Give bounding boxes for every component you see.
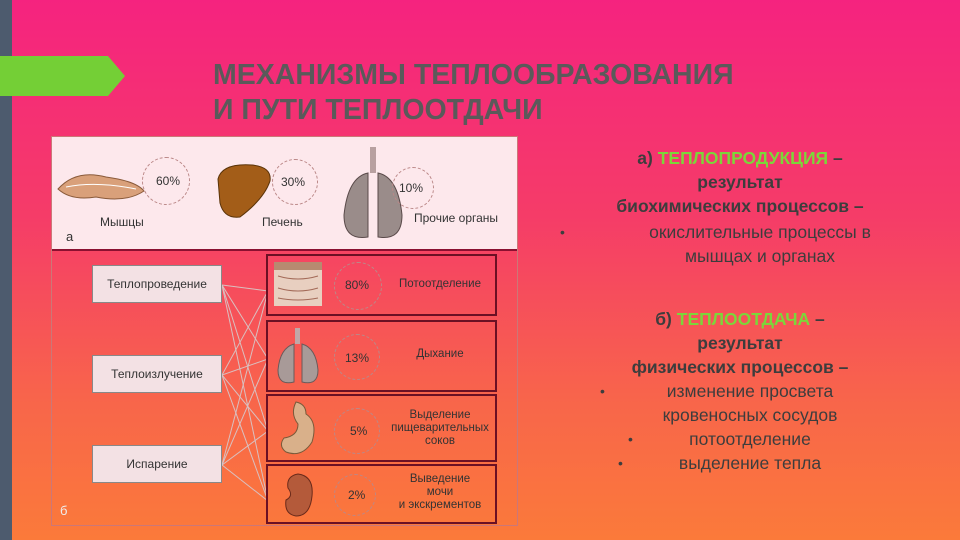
sweating-label: Потоотделение: [399, 278, 481, 290]
lungs-small-icon: [277, 328, 319, 384]
section-heat-production: а) ТЕПЛОПРОДУКЦИЯ – результат биохимичес…: [540, 146, 940, 268]
panel-a-label: а: [66, 229, 74, 244]
liver-illustration: [217, 164, 271, 218]
sweating-percent: 80%: [345, 278, 370, 292]
left-accent-bar: [0, 0, 12, 540]
figure-separator: [52, 249, 517, 251]
path-sweating: 80% Потоотделение: [266, 254, 497, 316]
skin-icon: [274, 262, 322, 306]
path-digestive: 5% Выделение пищеварительных соков: [266, 394, 497, 462]
path-breathing: 13% Дыхание: [266, 320, 497, 392]
heat-transfer-bullet-1: • изменение просвета кровеносных сосудов: [600, 381, 838, 425]
other-organs-caption: Прочие органы: [414, 211, 499, 225]
breathing-label: Дыхание: [416, 348, 464, 360]
excretion-percent: 2%: [348, 488, 366, 502]
path-excretion: 2% Выведение мочи и экскрементов: [266, 464, 497, 524]
mode-evaporation: Испарение: [92, 445, 222, 483]
section-heat-transfer: б) ТЕПЛООТДАЧА – результат физических пр…: [540, 307, 940, 475]
lungs-percent-circle: [392, 167, 434, 209]
panel-b-label: б: [60, 503, 68, 518]
sweating-percent-circle: [334, 262, 382, 310]
heat-transfer-bullet-3: • выделение тепла: [618, 453, 822, 473]
muscle-percent: 60%: [156, 174, 181, 188]
lungs-illustration: [343, 147, 403, 239]
heat-transfer-line3: физических процессов –: [631, 357, 849, 377]
title-line-1: МЕХАНИЗМЫ ТЕПЛООБРАЗОВАНИЯ: [213, 59, 734, 91]
excretion-label: Выведение мочи и экскрементов: [398, 473, 482, 511]
breathing-percent-circle: [334, 334, 380, 380]
digestive-label: Выделение пищеварительных соков: [391, 409, 489, 447]
liver-percent: 30%: [281, 175, 306, 189]
green-arrow-decoration: [0, 56, 125, 96]
heat-mechanisms-figure: 60% Мышцы 30% Печень 10% Прочие органы а: [51, 136, 518, 526]
heat-production-line3: биохимических процессов –: [616, 196, 864, 216]
digestive-percent-circle: [334, 408, 380, 454]
stomach-icon: [280, 401, 315, 455]
muscle-caption: Мышцы: [100, 215, 144, 229]
heat-transfer-heading: б) ТЕПЛООТДАЧА –: [655, 309, 825, 329]
mode-conduction: Теплопроведение: [92, 265, 222, 303]
slide-title: МЕХАНИЗМЫ ТЕПЛООБРАЗОВАНИЯ И ПУТИ ТЕПЛОО…: [213, 58, 913, 128]
mode-radiation: Теплоизлучение: [92, 355, 222, 393]
bullet-dot: •: [618, 455, 623, 471]
heat-transfer-term: ТЕПЛООТДАЧА: [676, 309, 811, 329]
heat-production-bullet-1: • окислительные процессы в мышцах и орга…: [560, 222, 871, 266]
heat-production-line2: результат: [697, 172, 783, 192]
liver-percent-circle: [272, 159, 318, 205]
heat-transfer-bullet-2: • потоотделение: [628, 429, 811, 449]
figure-panel-a: 60% Мышцы 30% Печень 10% Прочие органы а: [52, 137, 517, 249]
excretion-percent-circle: [334, 474, 376, 516]
bullet-dot: •: [560, 224, 565, 240]
heat-production-heading: а) ТЕПЛОПРОДУКЦИЯ –: [637, 148, 843, 168]
connector-lines: [222, 284, 268, 502]
muscle-illustration: [57, 174, 145, 200]
kidney-icon: [285, 473, 313, 517]
heat-transfer-line2: результат: [697, 333, 783, 353]
other-organs-percent: 10%: [399, 181, 424, 195]
digestive-percent: 5%: [350, 424, 368, 438]
muscle-percent-circle: [142, 157, 190, 205]
heat-production-term: ТЕПЛОПРОДУКЦИЯ: [657, 148, 829, 168]
bullet-dot: •: [628, 431, 633, 447]
liver-caption: Печень: [262, 215, 303, 229]
bullet-dot: •: [600, 383, 605, 399]
breathing-percent: 13%: [345, 351, 370, 365]
title-line-2: И ПУТИ ТЕПЛООТДАЧИ: [213, 94, 543, 126]
